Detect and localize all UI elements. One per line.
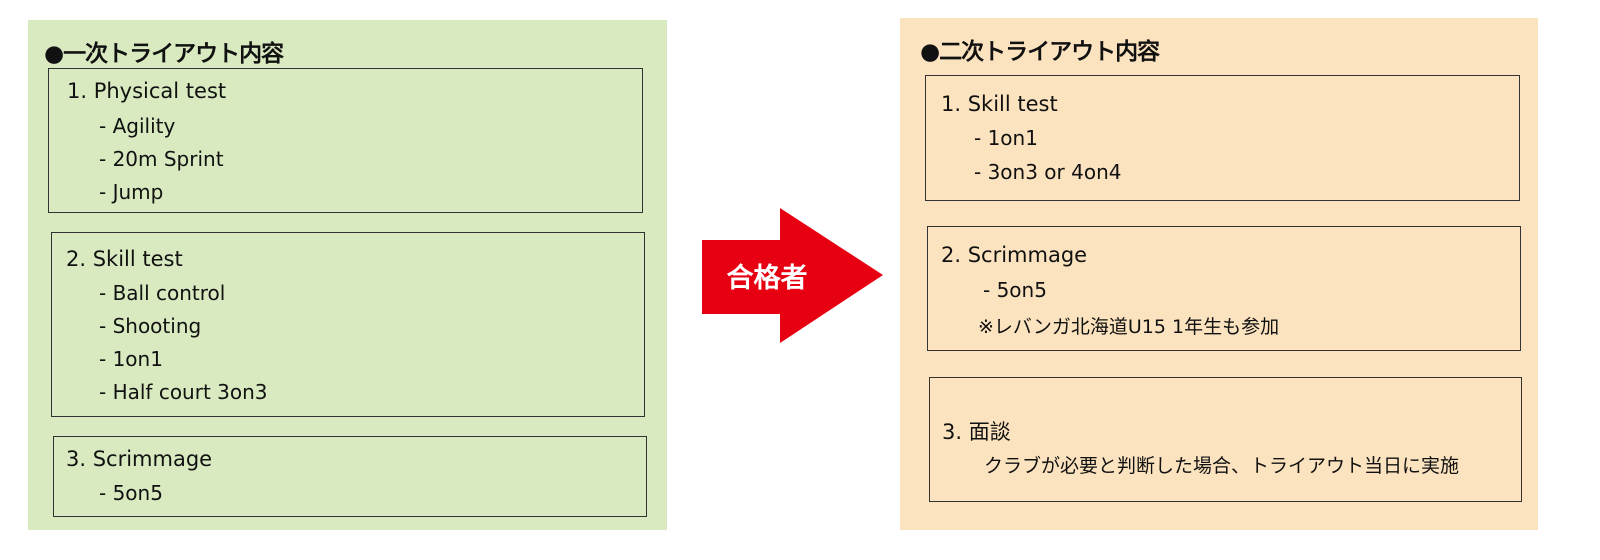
section-heading: 1. Skill test bbox=[941, 92, 1058, 116]
list-item: - 5on5 bbox=[99, 481, 163, 505]
second-tryout-title: ●二次トライアウト内容 bbox=[920, 39, 1160, 65]
section-heading: 2. Scrimmage bbox=[941, 243, 1088, 267]
second-tryout-panel: ●二次トライアウト内容 1. Skill test - 1on1 - 3on3 … bbox=[900, 18, 1538, 530]
list-item: クラブが必要と判断した場合、トライアウト当日に実施 bbox=[984, 455, 1460, 477]
arrow-right-icon bbox=[702, 208, 883, 343]
list-item: - 3on3 or 4on4 bbox=[974, 160, 1122, 184]
section-heading: 3. 面談 bbox=[942, 420, 1011, 444]
list-item: - Half court 3on3 bbox=[99, 380, 268, 404]
list-item: - 1on1 bbox=[99, 347, 163, 371]
list-item: - Agility bbox=[99, 114, 176, 138]
interview-box: 3. 面談 クラブが必要と判断した場合、トライアウト当日に実施 bbox=[929, 377, 1522, 502]
scrimmage-box: 2. Scrimmage - 5on5 ※レバンガ北海道U15 1年生も参加 bbox=[927, 226, 1521, 351]
first-tryout-title: ●一次トライアウト内容 bbox=[44, 41, 284, 67]
physical-test-box: 1. Physical test - Agility - 20m Sprint … bbox=[48, 68, 643, 213]
passers-label: 合格者 bbox=[726, 263, 808, 294]
note: ※レバンガ北海道U15 1年生も参加 bbox=[978, 316, 1280, 338]
section-heading: 1. Physical test bbox=[67, 79, 227, 103]
list-item: - Shooting bbox=[99, 314, 202, 338]
skill-test-box: 1. Skill test - 1on1 - 3on3 or 4on4 bbox=[925, 75, 1520, 201]
section-heading: 3. Scrimmage bbox=[66, 447, 213, 471]
list-item: - Ball control bbox=[99, 281, 226, 305]
skill-test-box: 2. Skill test - Ball control - Shooting … bbox=[51, 232, 645, 417]
list-item: - 5on5 bbox=[983, 278, 1047, 302]
list-item: - Jump bbox=[99, 180, 164, 204]
section-heading: 2. Skill test bbox=[66, 247, 183, 271]
scrimmage-box: 3. Scrimmage - 5on5 bbox=[53, 436, 647, 517]
list-item: - 1on1 bbox=[974, 126, 1038, 150]
first-tryout-panel: ●一次トライアウト内容 1. Physical test - Agility -… bbox=[28, 20, 667, 530]
list-item: - 20m Sprint bbox=[99, 147, 224, 171]
